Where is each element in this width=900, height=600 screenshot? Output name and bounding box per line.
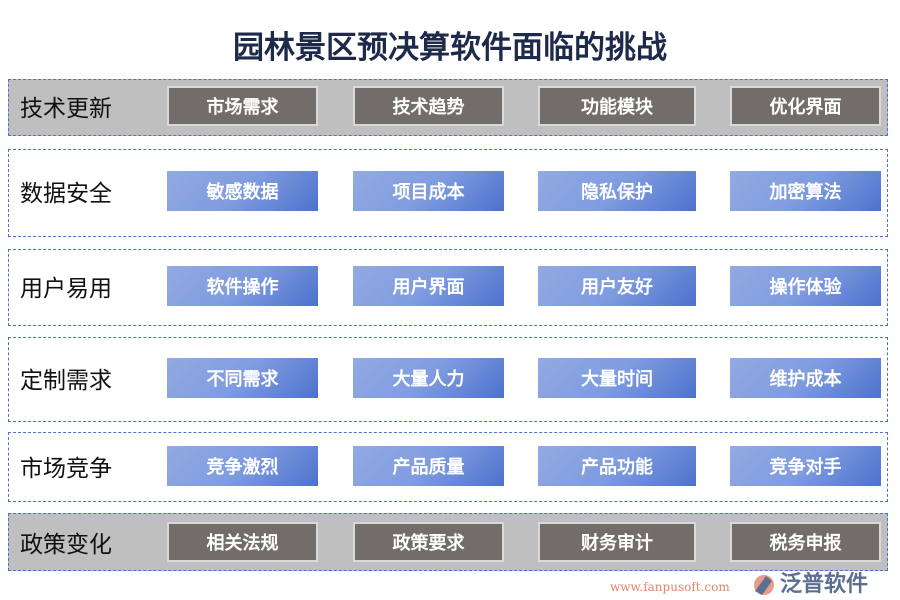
section-2 <box>8 149 888 237</box>
section-4 <box>8 337 888 422</box>
section-label: 数据安全 <box>20 181 112 207</box>
section-label: 市场竞争 <box>20 456 112 482</box>
section-label: 政策变化 <box>20 532 112 558</box>
item-box: 软件操作 <box>167 266 318 306</box>
item-box: 项目成本 <box>353 171 504 211</box>
section-5 <box>8 432 888 502</box>
item-box: 维护成本 <box>730 358 881 398</box>
item-box: 功能模块 <box>538 86 696 126</box>
item-box: 不同需求 <box>167 358 318 398</box>
section-label: 定制需求 <box>20 368 112 394</box>
item-box: 竞争对手 <box>730 446 881 486</box>
item-box: 竞争激烈 <box>167 446 318 486</box>
item-box: 相关法规 <box>167 522 318 562</box>
item-box: 产品质量 <box>353 446 504 486</box>
page-title: 园林景区预决算软件面临的挑战 <box>233 30 667 66</box>
watermark-name: 泛普软件 <box>780 572 869 597</box>
item-box: 大量时间 <box>538 358 696 398</box>
section-3 <box>8 249 888 326</box>
item-box: 技术趋势 <box>353 86 504 126</box>
item-box: 税务申报 <box>730 522 881 562</box>
item-box: 市场需求 <box>167 86 318 126</box>
item-box: 优化界面 <box>730 86 881 126</box>
item-box: 产品功能 <box>538 446 696 486</box>
item-box: 用户友好 <box>538 266 696 306</box>
section-label: 技术更新 <box>20 96 112 122</box>
watermark-url: www.fanpusoft.com <box>610 580 730 594</box>
fanpu-logo-icon <box>754 575 774 595</box>
item-box: 财务审计 <box>538 522 696 562</box>
item-box: 敏感数据 <box>167 171 318 211</box>
item-box: 政策要求 <box>353 522 504 562</box>
item-box: 隐私保护 <box>538 171 696 211</box>
item-box: 加密算法 <box>730 171 881 211</box>
item-box: 操作体验 <box>730 266 881 306</box>
item-box: 用户界面 <box>353 266 504 306</box>
item-box: 大量人力 <box>353 358 504 398</box>
section-label: 用户易用 <box>20 276 112 302</box>
